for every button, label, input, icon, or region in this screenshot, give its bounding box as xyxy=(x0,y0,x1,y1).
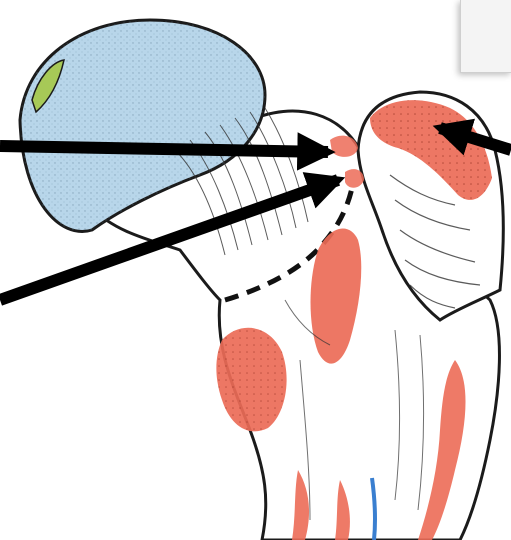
arrow-left-upper xyxy=(0,146,328,152)
label-box xyxy=(460,0,511,73)
